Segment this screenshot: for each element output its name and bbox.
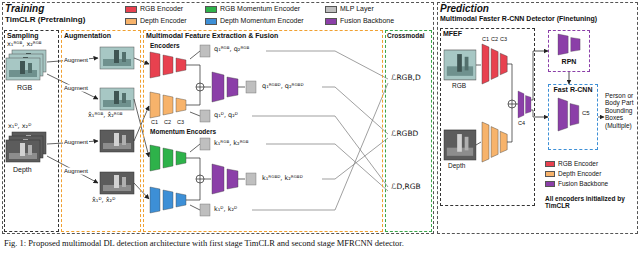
label-text: C1	[482, 36, 489, 42]
label-text: x̂₁ᴰ, x̂₂ᴰ	[92, 197, 115, 204]
legend-swatch	[545, 171, 555, 177]
label-text: C2	[491, 36, 498, 42]
label-text: C3	[500, 36, 507, 42]
label-text: q₁ᴰ, q₂ᴰ	[214, 112, 238, 119]
node-title: Sampling	[7, 32, 39, 40]
node-title: Prediction	[440, 3, 489, 15]
label-text: RGB	[452, 82, 466, 89]
label-text: Momentum Encoders	[150, 128, 216, 135]
label-text: Augment	[63, 85, 89, 92]
node-title: Fast R-CNN	[554, 86, 593, 94]
label-text: RGB	[17, 84, 32, 92]
label-text: x̂₁ᴿᴳᴮ, x̂₂ᴿᴳᴮ	[88, 112, 123, 119]
legend-swatch	[205, 6, 217, 13]
label-text: k₁ᴿᴳᴮ, k₂ᴿᴳᴮ	[214, 140, 249, 147]
legend-swatch	[325, 6, 337, 13]
legend-text: MLP Layer	[340, 5, 374, 13]
node-title: Multimodal Feature Extraction & Fusion	[146, 32, 278, 40]
legend-swatch	[545, 161, 555, 167]
node-title: TimCLR (Pretraining)	[5, 15, 85, 24]
figure-caption: Fig. 1: Proposed multimodal DL detection…	[4, 239, 634, 249]
legend-swatch	[125, 6, 137, 13]
node-title: RPN	[562, 58, 577, 66]
legend-text: Depth Encoder	[558, 170, 601, 177]
node-title: Training	[5, 3, 44, 15]
label-text: ℒD,RGB	[391, 183, 421, 192]
label-text: x₁ᴰ, x₂ᴰ	[8, 123, 31, 130]
region-box: Fast R-CNN	[548, 84, 598, 150]
label-text: k₁ᴰ, k₂ᴰ	[214, 206, 237, 213]
label-text: C2	[164, 119, 171, 125]
label-text: Depth	[448, 162, 465, 169]
legend-text: Fusion Backbone	[340, 17, 394, 25]
label-text: Encoders	[150, 42, 180, 49]
legend-text: Depth Encoder	[140, 17, 187, 25]
node-title: Multimodal Faster R-CNN Detector (Finetu…	[440, 15, 597, 23]
node-title: Crossmodal	[387, 32, 425, 39]
legend-text: Fusion Backbone	[558, 180, 608, 187]
label-text: All encoders initialized by TimCLR	[545, 195, 635, 210]
node-title: Augmentation	[64, 32, 111, 40]
connector-arrow	[569, 72, 570, 84]
legend-text: RGB Encoder	[558, 160, 598, 167]
legend-swatch	[545, 181, 555, 187]
legend-text: RGB Momentum Encoder	[220, 5, 300, 13]
label-text: ℒRGB,D	[391, 74, 421, 83]
label-text: ℒRGBD	[391, 130, 418, 139]
label-text: Depth	[13, 166, 32, 174]
legend-text: Depth Momentum Encoder	[220, 17, 304, 25]
region-box: RPN	[548, 30, 590, 72]
label-text: x₁ᴿᴳᴮ, x₂ᴿᴳᴮ	[7, 41, 42, 48]
label-text: C1	[151, 119, 158, 125]
node-title: MFEF	[443, 30, 462, 38]
label-text: Person or Body Part Bounding Boxes (Mult…	[605, 92, 638, 129]
legend-swatch	[205, 18, 217, 25]
label-text: k₁ᴿᴳᴮᴰ, k₂ᴿᴳᴮᴰ	[262, 175, 303, 182]
region-box: Sampling	[4, 30, 59, 232]
connector-arrow	[535, 117, 548, 118]
legend-text: RGB Encoder	[140, 5, 183, 13]
connector-arrow	[535, 51, 548, 52]
legend-swatch	[325, 18, 337, 25]
label-text: C3	[177, 119, 184, 125]
label-text: C4	[518, 120, 525, 126]
label-text: C5	[582, 110, 590, 117]
label-text: q₁ᴿᴳᴮ, q₂ᴿᴳᴮ	[214, 46, 249, 53]
label-text: q₁ᴿᴳᴮᴰ, q₂ᴿᴳᴮᴰ	[262, 83, 304, 90]
label-text: Augment	[63, 139, 89, 146]
legend-swatch	[125, 18, 137, 25]
label-text: Augment	[63, 168, 89, 175]
label-text: Augment	[63, 56, 89, 63]
region-box: MFEF	[440, 28, 535, 206]
